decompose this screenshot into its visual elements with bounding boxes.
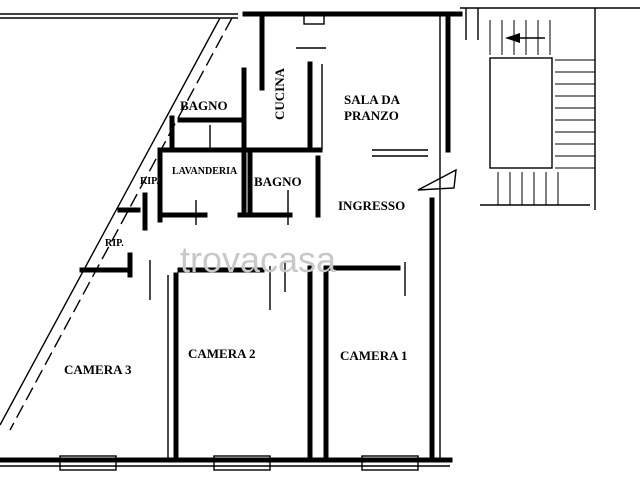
room-label-cucina: CUCINA xyxy=(272,67,287,120)
watermark: trovacasa xyxy=(180,239,337,280)
room-label-camera-1: CAMERA 1 xyxy=(340,348,408,363)
room-label-rip-2: RIP. xyxy=(105,238,124,249)
room-label-sala-da-pranzo-1: SALA DA xyxy=(344,92,401,107)
staircase xyxy=(465,8,596,210)
room-label-sala-da-pranzo-2: PRANZO xyxy=(344,108,399,123)
outer-walls xyxy=(0,7,640,467)
room-label-rip-1: RIP. xyxy=(140,176,159,187)
room-label-lavanderia: LAVANDERIA xyxy=(172,166,238,177)
room-label-camera-2: CAMERA 2 xyxy=(188,346,256,361)
room-label-bagno-2: BAGNO xyxy=(254,174,302,189)
room-label-camera-3: CAMERA 3 xyxy=(64,362,132,377)
room-label-bagno-1: BAGNO xyxy=(180,98,228,113)
room-label-ingresso: INGRESSO xyxy=(338,198,405,213)
interior-walls xyxy=(79,11,428,463)
doors-and-windows xyxy=(59,13,457,471)
